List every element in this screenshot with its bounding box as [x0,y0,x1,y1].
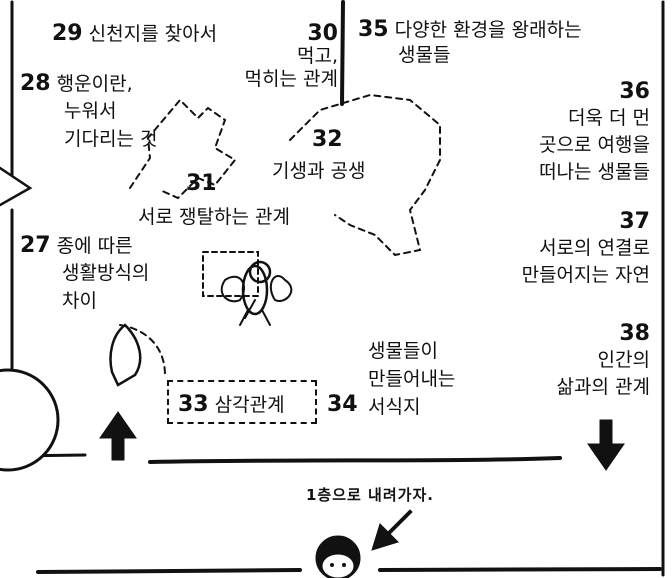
bulb-icon [109,323,142,387]
section-28-line-3: 기다리는 것 [64,128,158,150]
up-arrow-icon [99,411,137,461]
lamp-circle [0,368,60,472]
section-33-number: 33 [178,392,209,417]
section-34-line-1: 생물들이 [368,340,438,362]
section-37-line-2: 만들어지는 자연 [521,264,650,286]
down-arrow-icon [587,419,625,471]
section-29-label: 신천지를 찾아서 [88,23,218,45]
section-28: 28 행운이란, [20,72,133,96]
section-28-line-2: 누워서 [64,100,117,122]
section-34-line-2: 만들어내는 [368,368,456,390]
section-33: 33 삼각관계 [178,393,285,417]
section-31-label: 서로 쟁탈하는 관계 [138,206,290,228]
section-28-number: 28 [20,71,51,96]
section-36-number: 36 [619,79,650,104]
section-27-line-2: 생활방식의 [62,262,150,284]
section-38-line-1: 인간의 [597,349,650,371]
section-31-number: 31 [186,171,217,196]
character-icon [315,535,361,578]
path-27-33 [119,324,166,376]
section-30-line-2: 먹히는 관계 [244,68,338,90]
section-34-number: 34 [327,392,358,417]
section-36-line-1: 더욱 더 먼 [568,107,650,129]
section-29: 29 신천지를 찾아서 [52,22,217,46]
section-27-line-1: 종에 따른 [56,235,133,257]
section-36: 36 더욱 더 먼 곳으로 여행을 떠나는 생물들 [470,80,650,184]
lower-room-top [36,568,302,574]
section-29-number: 29 [52,21,83,46]
lower-room-top-right [378,567,662,572]
section-38-line-2: 삶과의 관계 [556,376,650,398]
zone-32 [289,93,441,257]
section-34-line-3: 서식지 [368,396,421,418]
section-32-number: 32 [312,127,343,152]
partition-wall [340,0,345,106]
firefly-icon [202,251,293,326]
section-35-number: 35 [358,17,389,42]
handwritten-note: 1층으로 내려가자. [306,486,434,504]
section-32-label: 기생과 공생 [272,160,366,182]
section-30-line-1: 먹고, [297,45,338,67]
zone-28-31 [129,98,237,200]
bubble-pointer [0,166,33,207]
section-28-line-1: 행운이란, [56,73,133,95]
bottom-wall [148,456,562,464]
section-38: 38 인간의 삶과의 관계 [470,322,650,399]
section-27-number: 27 [20,233,51,258]
section-35-line-1: 다양한 환경을 왕래하는 [394,19,582,41]
section-35-line-2: 생물들 [398,44,451,66]
section-37: 37 서로의 연결로 만들어지는 자연 [470,210,650,287]
section-38-number: 38 [619,321,650,346]
section-33-box [167,380,317,424]
diagonal-arrow-icon [371,509,413,551]
section-37-line-1: 서로의 연결로 [539,237,650,259]
section-30-number: 30 [307,21,338,46]
section-36-line-3: 떠나는 생물들 [539,161,650,183]
section-33-label: 삼각관계 [214,394,285,416]
section-30: 30 먹고, 먹히는 관계 [222,22,338,91]
section-36-line-2: 곳으로 여행을 [539,134,650,156]
section-35: 35 다양한 환경을 왕래하는 [358,18,582,42]
section-27: 27 종에 따른 [20,234,133,258]
section-27-line-3: 차이 [62,290,97,312]
section-37-number: 37 [619,209,650,234]
